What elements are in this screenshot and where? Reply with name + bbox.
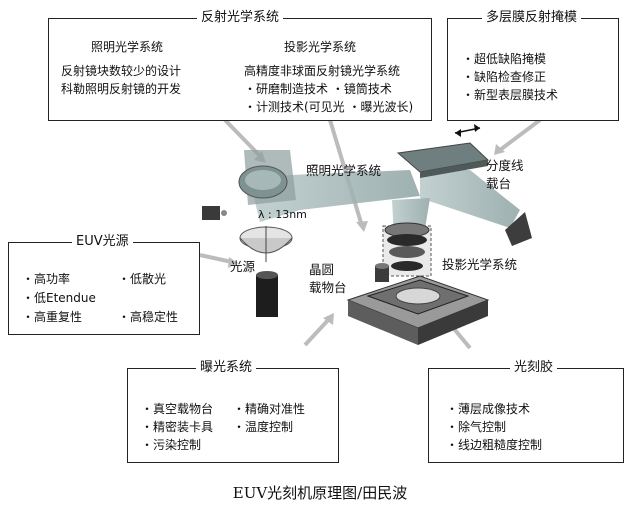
fold-mirror <box>505 212 532 246</box>
source-item-etendue: ・低Etendue <box>22 291 96 305</box>
euv-source-hardware <box>202 206 293 317</box>
resist-item-outgassing: ・除气控制 <box>446 420 507 434</box>
exposure-item-temperature: ・温度控制 <box>233 420 294 434</box>
wafer-stage-label-line2: 载物台 <box>309 280 347 295</box>
reflective-optics-title: 反射光学系统 <box>197 11 284 25</box>
source-item-low-scatter: ・低散光 <box>118 272 167 286</box>
exposure-item-contamination: ・污染控制 <box>141 438 202 452</box>
mask-title: 多层膜反射掩模 <box>482 11 582 25</box>
illumination-heading: 照明光学系统 <box>91 40 164 54</box>
illumination-mirror <box>238 150 296 205</box>
projection-optics-label: 投影光学系统 <box>442 257 518 272</box>
reticle-stage-label-line2: 载台 <box>486 176 512 191</box>
illumination-item-1: 反射镜块数较少的设计 <box>61 64 182 78</box>
wafer-stage-label-line1: 晶圆 <box>309 262 335 277</box>
mask-item-3: ・新型表层膜技术 <box>462 88 559 102</box>
exposure-system-title: 曝光系统 <box>196 361 257 375</box>
projection-item-3: ・计测技术(可见光 ・曝光波长) <box>244 100 414 114</box>
projection-item-2: ・研磨制造技术 ・镜筒技术 <box>244 82 392 96</box>
source-item-repeatability: ・高重复性 <box>22 310 83 324</box>
reticle-stage-label-line1: 分度线 <box>486 158 524 173</box>
mask-item-1: ・超低缺陷掩模 <box>462 52 547 66</box>
resist-box <box>428 368 624 463</box>
mask-item-2: ・缺陷检查修正 <box>462 70 547 84</box>
euv-source-box <box>8 242 200 335</box>
wafer-stage-hardware <box>346 275 490 345</box>
source-item-stability: ・高稳定性 <box>118 310 179 324</box>
resist-item-thin-film: ・薄层成像技术 <box>446 402 531 416</box>
illumination-item-2: 科勒照明反射镜的开发 <box>61 82 182 96</box>
light-source-label: 光源 <box>230 259 256 274</box>
projection-optics-column <box>375 222 432 282</box>
wavelength-label: λ : 13nm <box>258 208 307 221</box>
resist-item-lwr: ・线边粗糙度控制 <box>446 438 543 452</box>
mask-box <box>447 18 619 121</box>
source-item-power: ・高功率 <box>22 272 71 286</box>
reflective-optics-box <box>48 18 432 121</box>
projection-heading: 投影光学系统 <box>284 40 357 54</box>
exposure-item-alignment: ・精确对准性 <box>233 402 306 416</box>
figure-caption: EUV光刻机原理图/田民波 <box>232 484 408 502</box>
reticle-stage <box>396 124 490 178</box>
euv-source-title: EUV光源 <box>72 235 133 249</box>
illumination-optics-label: 照明光学系统 <box>306 163 382 178</box>
resist-title: 光刻胶 <box>510 361 558 375</box>
projection-item-1: 高精度非球面反射镜光学系统 <box>244 64 401 78</box>
exposure-item-vacuum-stage: ・真空载物台 <box>141 402 214 416</box>
exposure-item-fixture: ・精密装卡具 <box>141 420 214 434</box>
exposure-system-box <box>127 368 339 463</box>
